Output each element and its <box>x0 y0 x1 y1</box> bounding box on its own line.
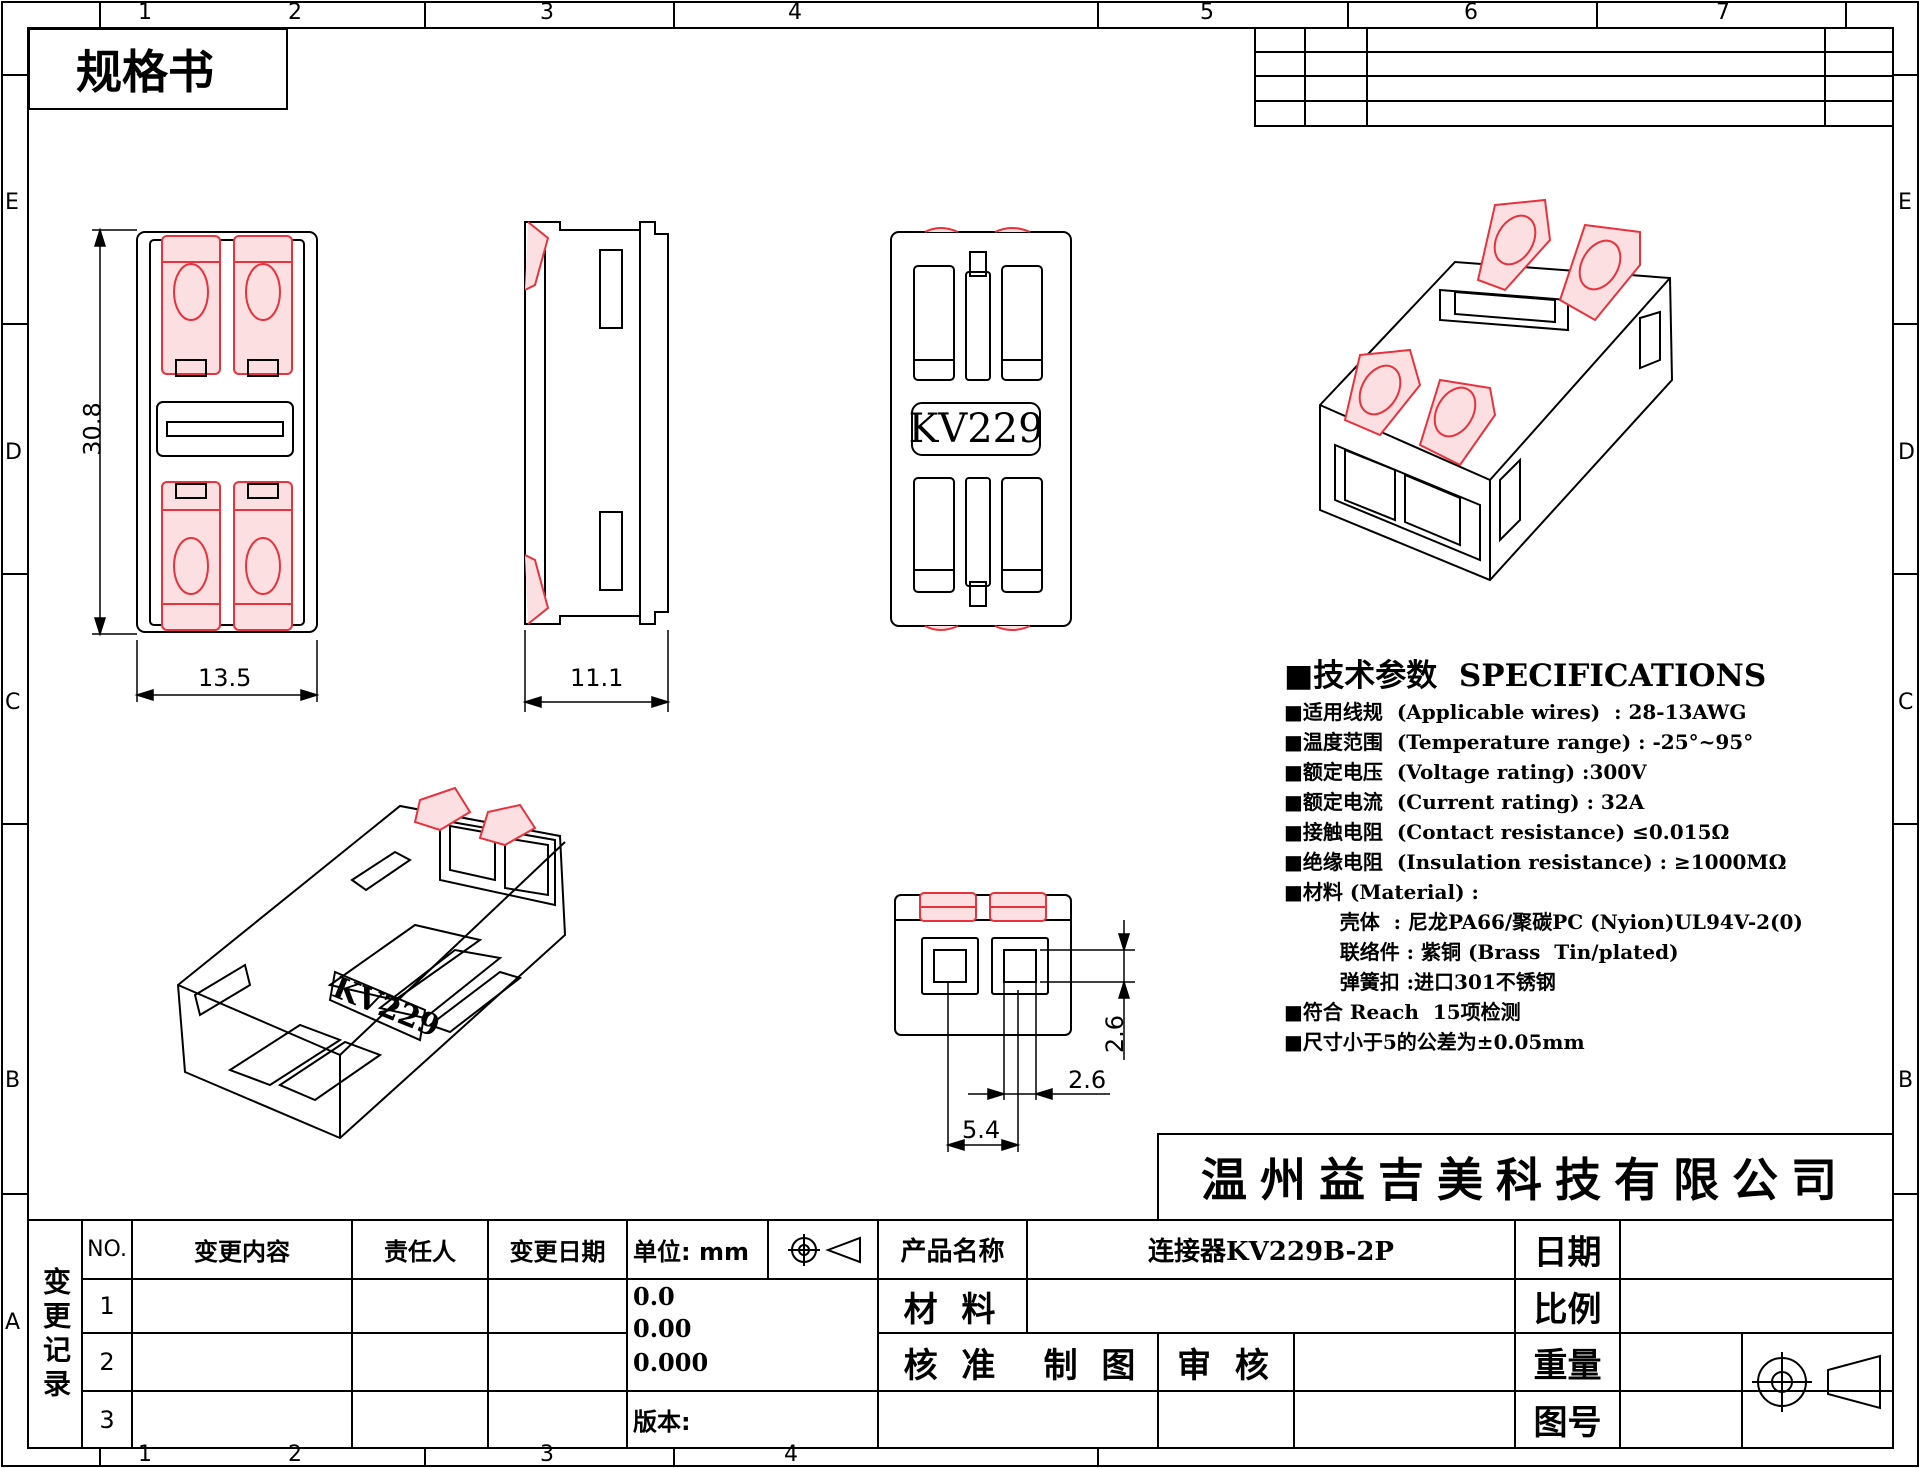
bottom-view <box>890 227 1072 631</box>
grid-col-3-bottom: 3 <box>540 1442 554 1467</box>
responsible-person-label: 责任人 <box>384 1238 456 1266</box>
spec-line: 联络件 : 紫铜 (Brass Tin/plated) <box>1284 940 1679 964</box>
date-label: 日期 <box>1533 1233 1602 1273</box>
draw-label: 制 图 <box>1043 1345 1142 1386</box>
grid-col-1-bottom: 1 <box>138 1442 152 1467</box>
revision-row-3: 3 <box>99 1405 115 1434</box>
dim-depth: 11.1 <box>570 664 624 692</box>
material-label: 材 料 <box>903 1289 1002 1330</box>
spec-line: ■额定电流 (Current rating) : 32A <box>1284 790 1645 814</box>
grid-col-2-top: 2 <box>288 0 302 25</box>
company-name: 温州益吉美科技有限公司 <box>1201 1153 1850 1207</box>
weight-label: 重量 <box>1533 1345 1602 1386</box>
revision-row-1: 1 <box>99 1292 115 1320</box>
grid-row-c-right: C <box>1898 690 1914 715</box>
revision-row-2: 2 <box>99 1348 115 1376</box>
change-content-label: 变更内容 <box>194 1238 290 1266</box>
page-title: 规格书 <box>28 28 288 110</box>
change-record-label: 变更记录 <box>39 1267 72 1403</box>
spec-line: ■绝缘电阻 (Insulation resistance) : ≥1000MΩ <box>1284 850 1787 874</box>
spec-line: ■适用线规 (Applicable wires) : 28-13AWG <box>1284 700 1747 724</box>
spec-line: ■额定电压 (Voltage rating) :300V <box>1284 760 1647 784</box>
tolerance-2: 0.00 <box>633 1314 692 1343</box>
tolerance-3: 0.000 <box>633 1348 709 1377</box>
grid-col-4-bottom: 4 <box>784 1442 798 1467</box>
unit-label: 单位: mm <box>633 1238 749 1266</box>
grid-row-d-right: D <box>1898 440 1915 465</box>
grid-row-a-left: A <box>5 1310 21 1335</box>
side-dimensions <box>522 630 671 712</box>
spec-line: ■符合 Reach 15项检测 <box>1284 1000 1521 1024</box>
dim-hole-height: 2.6 <box>1101 1014 1130 1054</box>
product-name: 连接器KV229B-2P <box>1148 1237 1394 1267</box>
grid-row-c-left: C <box>5 690 21 715</box>
front-dimensions <box>92 227 320 702</box>
scale-label: 比例 <box>1533 1289 1602 1330</box>
review-label: 审 核 <box>1177 1345 1275 1386</box>
end-view <box>894 892 1072 1036</box>
projection-symbol <box>788 1234 1881 1412</box>
spec-line: 壳体 : 尼龙PA66/聚碳PC (Nyion)UL94V-2(0) <box>1284 910 1803 934</box>
grid-col-5-top: 5 <box>1200 0 1214 25</box>
approve-label: 核 准 <box>903 1345 1002 1386</box>
spec-line: ■尺寸小于5的公差为±0.05mm <box>1284 1030 1585 1054</box>
spec-title: ■技术参数 SPECIFICATIONS <box>1284 658 1767 694</box>
iso-view-top <box>1319 198 1674 582</box>
change-date-label: 变更日期 <box>509 1238 606 1266</box>
side-view <box>524 221 669 625</box>
dim-pitch: 5.4 <box>962 1116 1001 1144</box>
title-block-grid <box>27 1219 1894 1449</box>
grid-col-3-top: 3 <box>540 0 554 25</box>
grid-row-b-left: B <box>5 1068 21 1093</box>
grid-row-e-right: E <box>1898 190 1912 215</box>
product-name-label: 产品名称 <box>900 1237 1005 1267</box>
no-label: NO. <box>87 1237 127 1262</box>
drawing-number-label: 图号 <box>1533 1403 1602 1443</box>
grid-col-1-top: 1 <box>138 0 152 25</box>
spec-line: ■材料 (Material) : <box>1284 880 1479 904</box>
tolerance-1: 0.0 <box>633 1282 675 1311</box>
spec-line: ■温度范围 (Temperature range) : -25°~95° <box>1284 730 1754 754</box>
revision-grid <box>1254 27 1894 127</box>
spec-line: 弹簧扣 :进口301不锈钢 <box>1284 970 1556 994</box>
grid-row-e-left: E <box>5 190 19 215</box>
grid-col-6-top: 6 <box>1464 0 1478 25</box>
dim-width: 13.5 <box>198 664 252 692</box>
grid-col-4-top: 4 <box>788 0 802 25</box>
end-dimensions <box>945 920 1135 1152</box>
spec-line: ■接触电阻 (Contact resistance) ≤0.015Ω <box>1284 820 1730 844</box>
grid-row-d-left: D <box>5 440 22 465</box>
grid-col-2-bottom: 2 <box>288 1442 302 1467</box>
dim-height: 30.8 <box>78 402 107 456</box>
front-view <box>136 231 318 633</box>
iso-view-bottom <box>176 786 567 1140</box>
version-label: 版本: <box>633 1408 691 1436</box>
dim-hole-width: 2.6 <box>1068 1066 1107 1094</box>
part-label-bottom-view: KV229 <box>908 406 1044 452</box>
grid-col-7-top: 7 <box>1716 0 1730 25</box>
grid-row-b-right: B <box>1898 1068 1914 1093</box>
